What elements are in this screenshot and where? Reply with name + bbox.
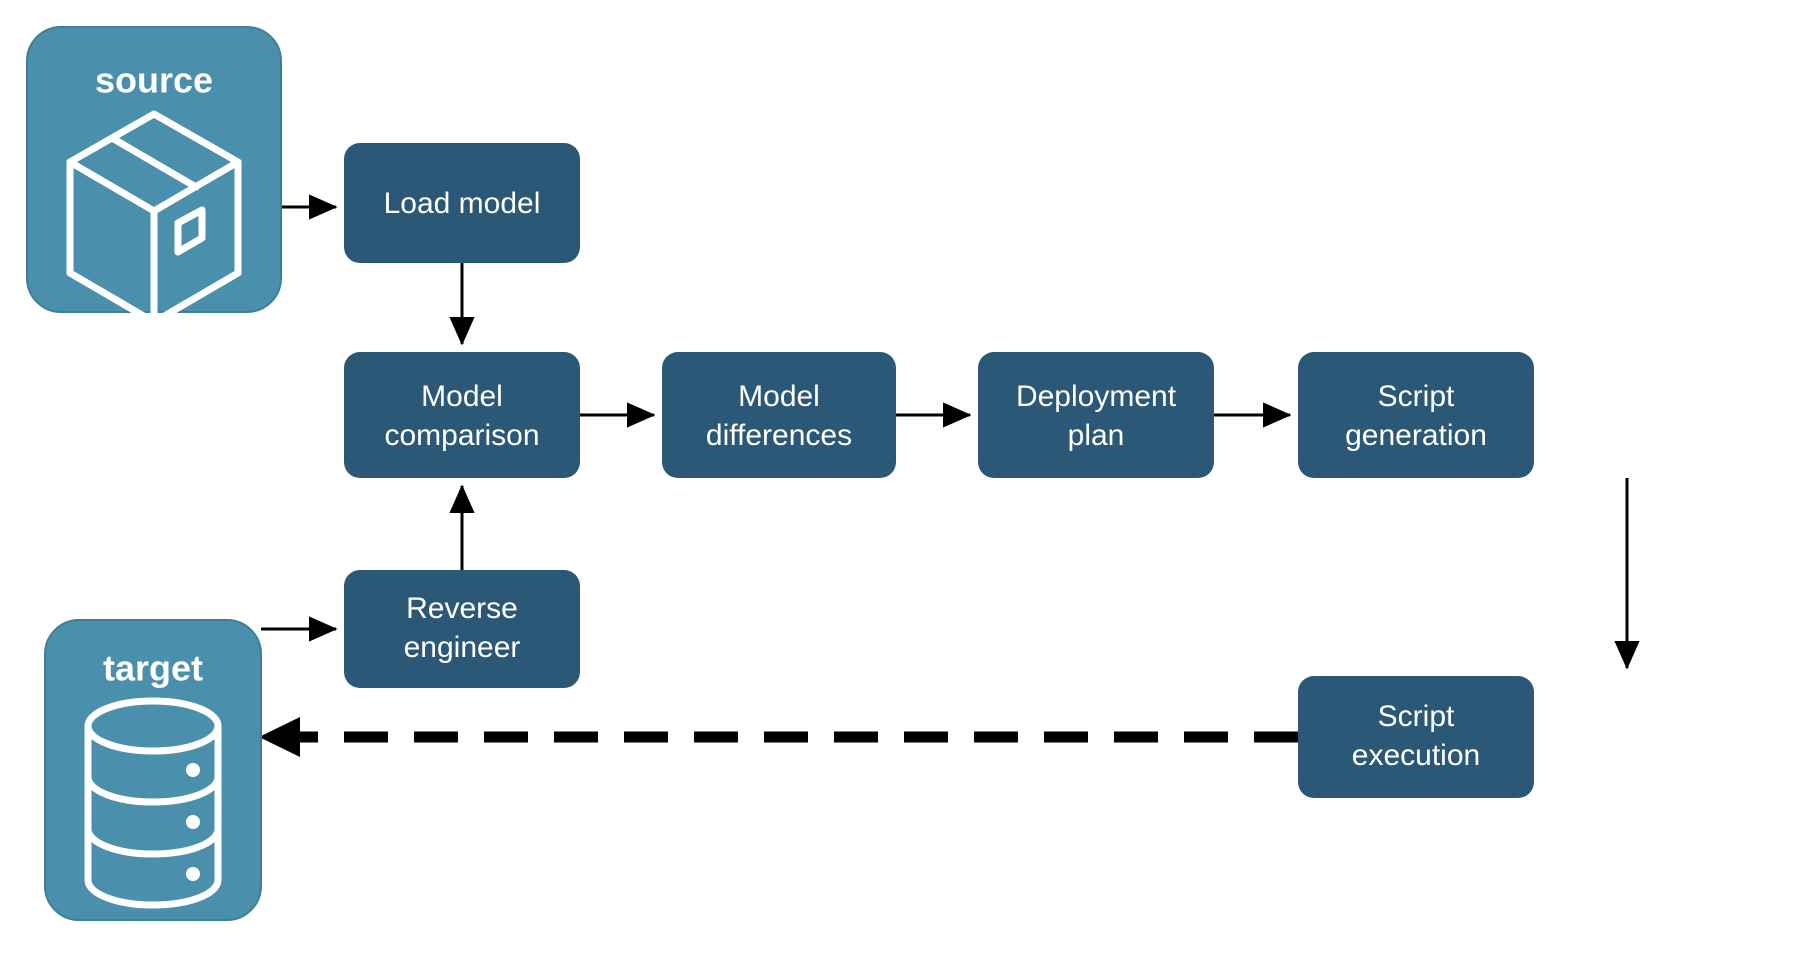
model-comparison-label-line1: Model [421, 380, 503, 413]
node-script-generation[interactable]: Script generation [1298, 352, 1534, 478]
node-model-differences[interactable]: Model differences [662, 352, 896, 478]
script-execution-shape[interactable] [1298, 676, 1534, 798]
node-target[interactable]: target [44, 619, 262, 921]
node-reverse-engineer[interactable]: Reverse engineer [344, 570, 580, 688]
model-comparison-label-line2: comparison [384, 419, 539, 452]
source-node-label: source [95, 60, 213, 101]
edge-script-execution-to-target [259, 717, 1298, 757]
node-source[interactable]: source [26, 26, 282, 326]
reverse-engineer-label-line1: Reverse [406, 592, 518, 625]
node-deployment-plan[interactable]: Deployment plan [978, 352, 1214, 478]
script-execution-label-line1: Script [1378, 700, 1455, 733]
script-generation-label-line1: Script [1378, 380, 1455, 413]
script-generation-shape[interactable] [1298, 352, 1534, 478]
model-differences-label-line1: Model [738, 380, 820, 413]
deployment-plan-label-line2: plan [1068, 419, 1125, 452]
node-script-execution[interactable]: Script execution [1298, 676, 1534, 798]
node-model-comparison[interactable]: Model comparison [344, 352, 580, 478]
database-cylinder-icon [84, 697, 222, 909]
model-differences-shape[interactable] [662, 352, 896, 478]
load-model-label: Load model [384, 187, 541, 220]
node-load-model[interactable]: Load model [344, 143, 580, 263]
deployment-plan-label-line1: Deployment [1016, 380, 1177, 413]
reverse-engineer-shape[interactable] [344, 570, 580, 688]
package-box-icon [66, 110, 242, 326]
script-generation-label-line2: generation [1345, 419, 1487, 452]
model-differences-label-line2: differences [706, 419, 852, 452]
dashed-edge-arrowhead [259, 717, 300, 757]
target-node-label: target [103, 648, 203, 689]
model-comparison-shape[interactable] [344, 352, 580, 478]
deployment-plan-shape[interactable] [978, 352, 1214, 478]
load-model-shape[interactable] [344, 143, 580, 263]
reverse-engineer-label-line2: engineer [404, 631, 521, 664]
script-execution-label-line2: execution [1352, 739, 1480, 772]
